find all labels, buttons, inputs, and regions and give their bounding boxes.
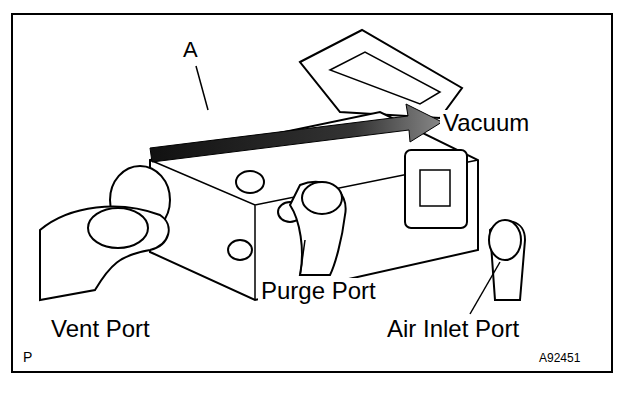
part-label: Air Inlet Port: [384, 316, 522, 342]
middle-hand: [290, 182, 346, 275]
part-label: Vacuum: [440, 110, 532, 136]
sensor-connector: [405, 150, 467, 228]
part-label: Vent Port: [48, 316, 153, 342]
figure-code: P: [20, 350, 35, 365]
mounting-bracket: [300, 30, 462, 118]
connector-socket: [420, 170, 450, 206]
bracket-edge: [330, 52, 440, 104]
frame: [12, 14, 612, 372]
air-inlet-port: [489, 220, 521, 260]
left-thumb: [88, 208, 148, 248]
leader-line: [196, 66, 208, 110]
part-label: A: [180, 38, 201, 62]
port-nipple: [236, 171, 264, 193]
middle-thumb: [302, 182, 342, 214]
leader-line: [300, 240, 305, 276]
figure-code: A92451: [536, 352, 583, 365]
leader-line: [470, 262, 500, 314]
left-hand: [40, 207, 169, 300]
part-label: Purge Port: [258, 278, 379, 304]
vacuum-arrow: [150, 104, 442, 162]
bolt: [228, 240, 252, 260]
